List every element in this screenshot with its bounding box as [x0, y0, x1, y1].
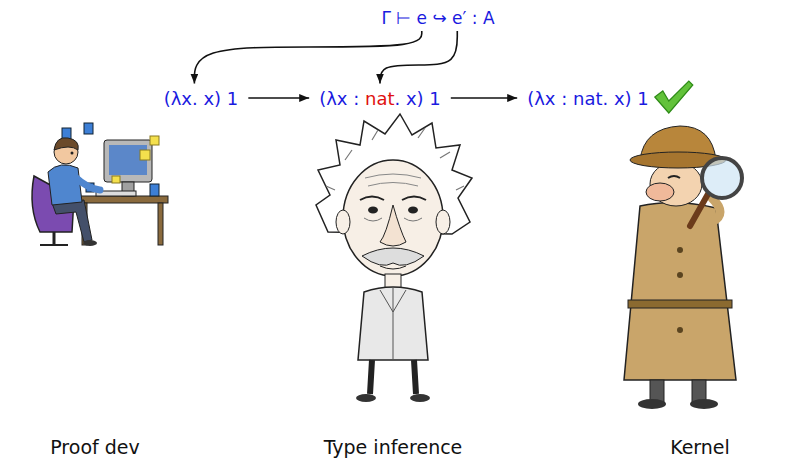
einstein-illustration: [385, 274, 401, 288]
developer-illustration: [54, 138, 78, 150]
developer-illustration: [74, 176, 100, 190]
einstein-illustration: [410, 394, 430, 402]
developer-illustration: [53, 232, 56, 244]
detective-illustration: [638, 399, 666, 409]
check-mark: [655, 81, 693, 113]
flow-arrow: [248, 97, 309, 99]
term-text: Γ ⊢ e ↪ e′ : A: [381, 8, 494, 28]
detective-illustration: [668, 176, 680, 178]
judgment-formula: Γ ⊢ e ↪ e′ : A: [377, 6, 498, 30]
developer-illustration: [112, 176, 120, 183]
role-caption: Kernel: [667, 435, 733, 459]
developer-illustration: [104, 140, 152, 182]
developer-illustration: [150, 184, 159, 196]
detective-illustration: [677, 272, 683, 278]
detective-illustration: [650, 380, 664, 402]
detective-illustration: [712, 198, 720, 222]
einstein-illustration: [336, 210, 350, 234]
developer-illustration: [32, 123, 168, 246]
detective-illustration: [677, 247, 683, 253]
term-text: (λx. x) 1: [164, 88, 239, 109]
einstein-illustration: [356, 394, 376, 402]
detective-illustration: [677, 327, 683, 333]
developer-illustration: [48, 165, 82, 205]
detective-illustration: [646, 183, 674, 201]
detective-illustration: [628, 300, 732, 308]
developer-illustration: [78, 196, 168, 203]
einstein-illustration: [358, 287, 428, 360]
developer-illustration: [84, 123, 93, 134]
detective-illustration: [624, 202, 736, 380]
detective-illustration: [624, 126, 742, 409]
developer-illustration: [83, 240, 97, 246]
developer-illustration: [140, 150, 150, 160]
flow-arrow: [194, 31, 421, 84]
developer-illustration: [52, 200, 92, 242]
einstein-illustration: [316, 114, 472, 402]
developer-illustration: [40, 244, 68, 246]
flow-arrow: [380, 31, 457, 84]
source-term: (λx. x) 1: [160, 86, 243, 111]
developer-illustration: [158, 203, 163, 245]
einstein-illustration: [343, 160, 443, 276]
einstein-illustration: [380, 266, 406, 269]
detective-illustration: [690, 194, 708, 226]
einstein-illustration: [380, 288, 406, 360]
einstein-illustration: [380, 205, 406, 246]
elaborated-term: (λx : nat. x) 1: [315, 86, 445, 111]
detective-illustration: [690, 399, 718, 409]
check-mark: [655, 81, 693, 113]
checked-term: (λx : nat. x) 1: [523, 86, 653, 111]
einstein-illustration: [362, 248, 424, 265]
role-caption: Type inference: [321, 435, 466, 459]
einstein-illustration: [408, 207, 418, 214]
einstein-illustration: [365, 174, 421, 186]
term-text: (λx : nat. x) 1: [527, 88, 649, 109]
einstein-illustration: [360, 197, 426, 201]
role-caption: Proof dev: [47, 435, 143, 459]
detective-illustration: [692, 380, 706, 402]
developer-illustration: [71, 152, 74, 155]
flow-arrow: [451, 97, 517, 99]
term-text: (λx : nat. x) 1: [319, 88, 441, 109]
einstein-illustration: [370, 360, 416, 394]
detective-illustration: [702, 158, 742, 198]
einstein-illustration: [368, 207, 378, 214]
einstein-illustration: [436, 210, 450, 234]
developer-illustration: [150, 136, 159, 145]
